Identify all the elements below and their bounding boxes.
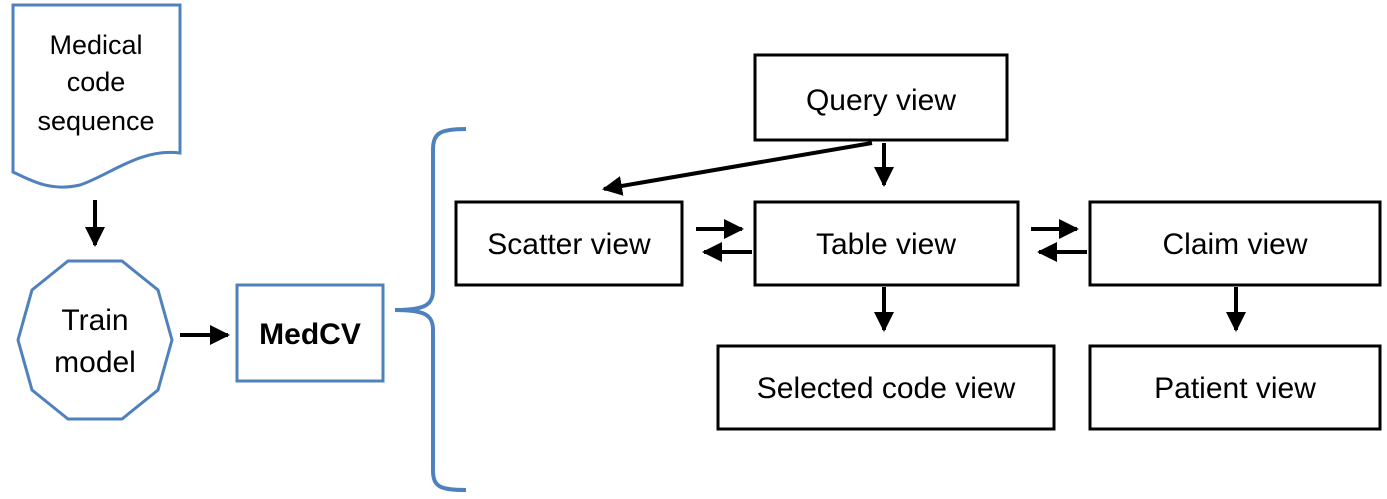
selected-code-view-box — [716, 344, 1056, 431]
medcv-label: MedCV — [259, 318, 361, 351]
train-model-shape — [16, 259, 174, 421]
document-line-1: Medical — [49, 30, 142, 60]
selected-code-view-label: Selected code view — [757, 372, 1016, 405]
scatter-view-box — [454, 200, 684, 287]
claim-view-label: Claim view — [1162, 228, 1307, 261]
medcv-box — [235, 283, 385, 383]
document-line-2: code — [67, 67, 126, 97]
table-view-box — [753, 200, 1020, 287]
train-line-1: Train — [61, 304, 128, 337]
patient-view-box — [1088, 344, 1382, 431]
scatter-view-label: Scatter view — [487, 228, 651, 261]
train-line-2: model — [54, 346, 136, 379]
patient-view-label: Patient view — [1154, 372, 1316, 405]
document-line-3: sequence — [37, 106, 154, 136]
query-view-box — [753, 53, 1009, 142]
query-view-label: Query view — [806, 84, 956, 117]
table-view-label: Table view — [816, 228, 956, 261]
brace — [394, 127, 467, 492]
document-shape — [11, 3, 182, 189]
claim-view-box — [1088, 200, 1382, 287]
arrow-query-to-scatter — [602, 141, 873, 196]
